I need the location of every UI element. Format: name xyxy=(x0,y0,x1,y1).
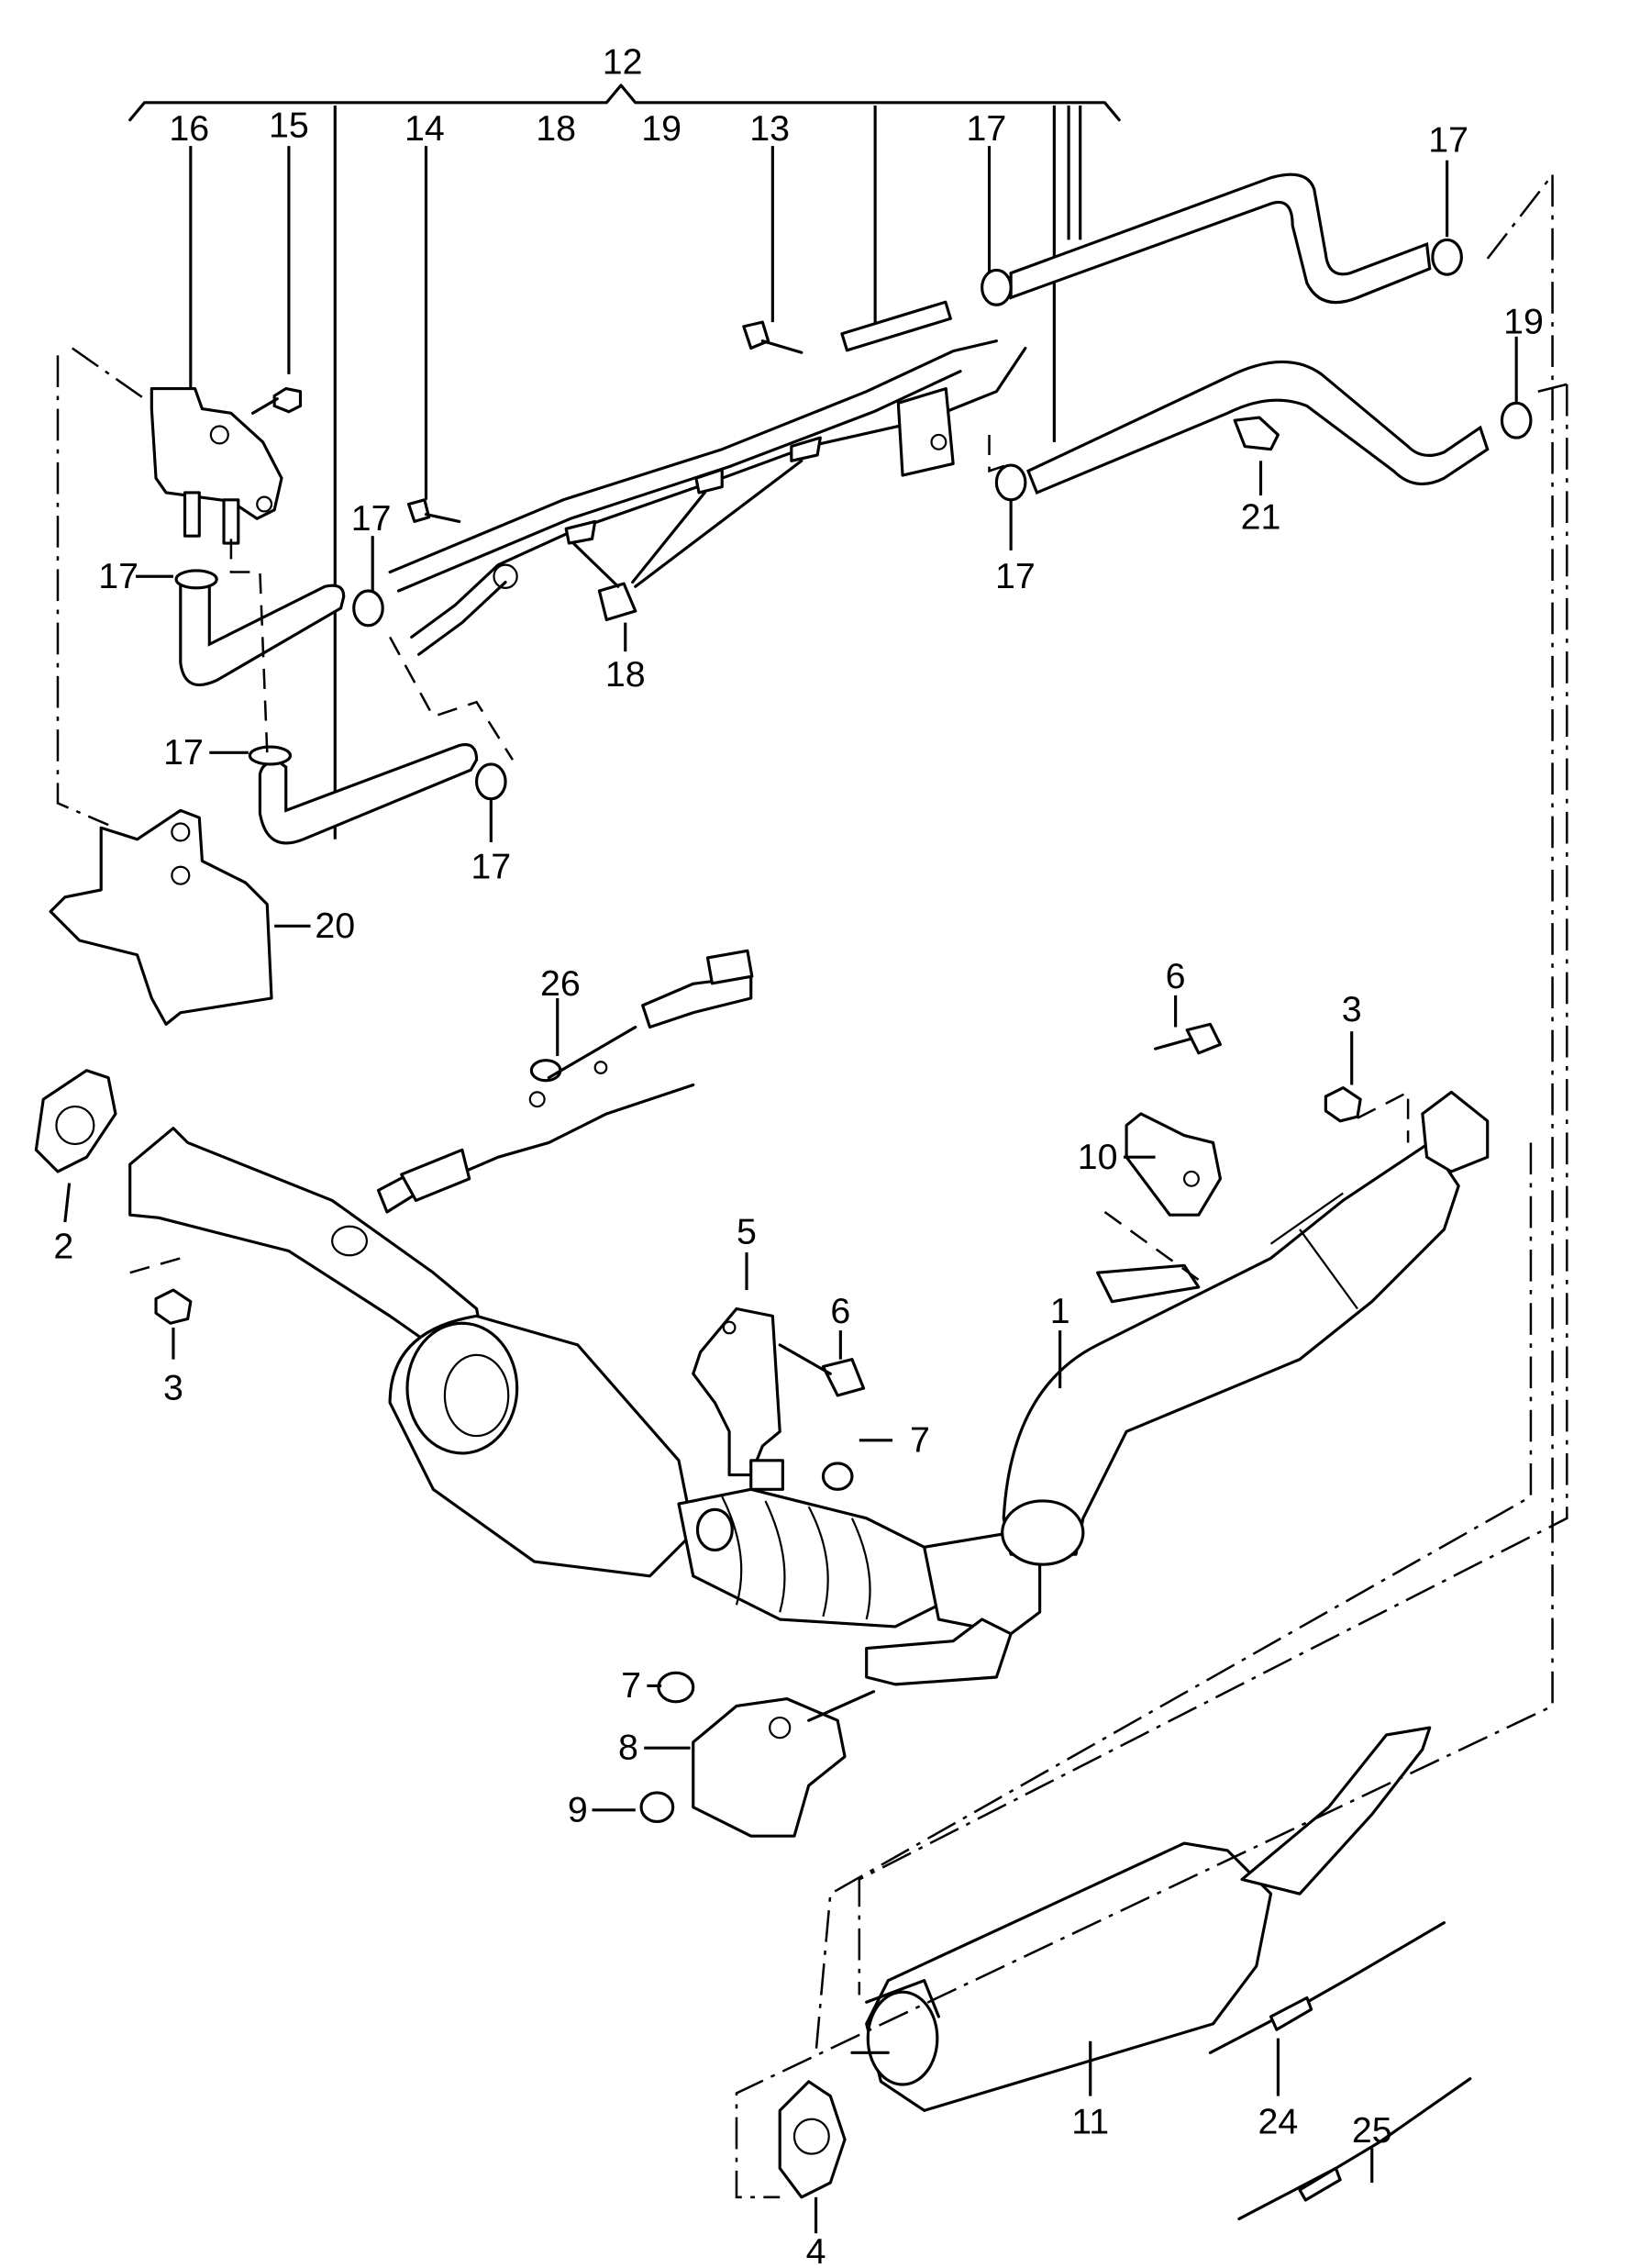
callout-24: 24 xyxy=(1258,2102,1299,2142)
pipe-assembly-part xyxy=(388,300,1027,656)
callout-5: 5 xyxy=(737,1212,757,1252)
bracket-part-10 xyxy=(1125,1112,1222,1217)
nut-part-9 xyxy=(639,1791,675,1824)
nut-part-7a xyxy=(821,1462,854,1491)
callout-19-top: 19 xyxy=(641,108,682,149)
gasket-part-2 xyxy=(34,1069,117,1173)
callout-25: 25 xyxy=(1352,2110,1392,2151)
front-pipe-catalyst-part-1 xyxy=(128,1090,1490,1636)
callout-3-b: 3 xyxy=(163,1368,183,1408)
callout-18-top: 18 xyxy=(536,108,576,149)
bolt-part-6a xyxy=(1154,1022,1222,1055)
callout-16: 16 xyxy=(169,108,209,149)
callout-26: 26 xyxy=(540,963,581,1004)
callout-3-a: 3 xyxy=(1342,989,1362,1029)
callout-17-g: 17 xyxy=(471,846,511,886)
callout-20: 20 xyxy=(315,906,355,946)
nut-part-3b xyxy=(154,1288,193,1325)
callout-21: 21 xyxy=(1241,496,1281,537)
nut-part-7b xyxy=(657,1671,695,1704)
bolt-part-14 xyxy=(407,498,461,523)
particulate-filter-part-11 xyxy=(850,1726,1432,2112)
callout-1: 1 xyxy=(1050,1291,1070,1331)
bracket-part-5 xyxy=(692,1306,784,1491)
callout-6-a: 6 xyxy=(1166,956,1186,996)
hose-part-right-upper xyxy=(981,172,1463,306)
temperature-sensor-part-26 xyxy=(376,949,754,1214)
temperature-sender-part-24 xyxy=(1208,1921,1446,2054)
callout-17-e: 17 xyxy=(995,556,1036,596)
bolt-part-6b xyxy=(778,1343,866,1397)
reference-lines xyxy=(56,173,1568,2199)
callout-labels: 12 16 15 14 18 19 13 17 17 19 17 17 17 1… xyxy=(53,41,1544,2268)
bracket-part-20 xyxy=(49,808,273,1026)
callout-11: 11 xyxy=(1071,2102,1109,2142)
callout-13: 13 xyxy=(749,108,790,149)
gasket-part-4 xyxy=(778,2080,847,2199)
hose-part-left-lower xyxy=(258,743,479,845)
leader-lines xyxy=(63,146,1518,2234)
support-part-8 xyxy=(692,1618,1013,1838)
group-bracket-12 xyxy=(128,83,1121,839)
callout-17-f: 17 xyxy=(163,732,204,773)
callout-19-right: 19 xyxy=(1503,302,1544,342)
bolt-part-15 xyxy=(250,386,303,415)
callout-8: 8 xyxy=(618,1728,638,1768)
callout-4: 4 xyxy=(806,2231,826,2268)
callout-7-b: 7 xyxy=(621,1665,641,1706)
pressure-sensor-part xyxy=(150,386,283,545)
callout-14: 14 xyxy=(404,108,445,149)
callout-10: 10 xyxy=(1078,1137,1118,1177)
callout-18-bottom: 18 xyxy=(605,654,646,695)
clip-part-18 xyxy=(571,459,803,622)
hose-part-left-upper xyxy=(179,573,346,686)
callout-17-a: 17 xyxy=(966,108,1006,149)
callout-12: 12 xyxy=(603,41,643,82)
hose-clamps-left xyxy=(174,569,507,801)
callout-6-b: 6 xyxy=(830,1291,850,1331)
bolt-part-13 xyxy=(742,320,803,354)
callout-7-a: 7 xyxy=(910,1419,930,1460)
temperature-sender-part-25 xyxy=(1237,2077,1472,2220)
callout-15: 15 xyxy=(269,106,309,146)
callout-2: 2 xyxy=(53,1226,73,1266)
nut-part-3a xyxy=(1324,1086,1362,1123)
callout-9: 9 xyxy=(568,1789,588,1829)
clamp-part-21 xyxy=(1233,416,1280,451)
callout-17-b: 17 xyxy=(1428,119,1468,160)
callout-17-d: 17 xyxy=(98,556,139,596)
callout-17-c: 17 xyxy=(351,498,392,539)
